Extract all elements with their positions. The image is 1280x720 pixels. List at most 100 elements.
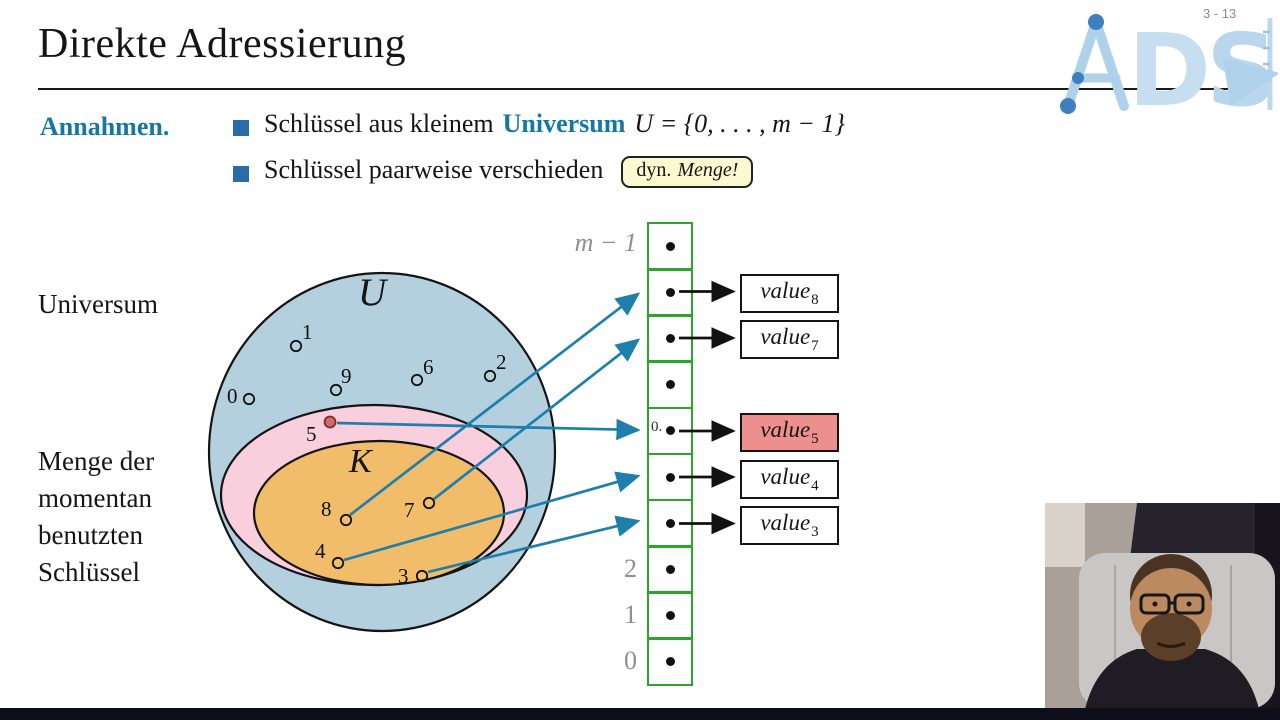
point-9-dot <box>329 383 343 397</box>
wall-highlight <box>1045 503 1085 567</box>
point-3-dot <box>415 569 429 583</box>
point-label-1: 1 <box>302 320 313 344</box>
presenter-beard <box>1141 613 1201 661</box>
assumption-item-1: Schlüssel aus kleinem Universum U = {0, . … <box>264 109 845 139</box>
point-label-6: 6 <box>423 355 434 379</box>
ads-logo: D S <box>1060 12 1278 116</box>
cell-annotation: 0. <box>651 419 663 435</box>
array-index-m-minus-1: m − 1 <box>574 228 637 257</box>
key-set-ellipse <box>219 403 529 587</box>
bullet-square-icon <box>233 120 249 136</box>
key-set-caption-line: Menge der <box>38 446 155 476</box>
value-text: value <box>760 510 811 536</box>
universe-caption: Universum <box>38 289 158 319</box>
value-sub: 5 <box>811 430 819 447</box>
point-4-dot <box>331 556 345 570</box>
value-sub: 7 <box>811 337 819 354</box>
point-6-dot <box>410 373 424 387</box>
key-set-label: K <box>349 443 372 480</box>
value-text: value <box>760 464 811 490</box>
logo-node-dot <box>1060 98 1076 114</box>
entry-dot <box>665 472 675 482</box>
presenter-illustration <box>1045 503 1280 709</box>
point-5-dot-highlighted <box>323 415 337 429</box>
assumption-1-keyword: Universum <box>502 109 626 138</box>
key-set-caption-line: Schlüssel <box>38 557 141 587</box>
value-text: value <box>760 417 811 443</box>
arrow-key8-to-slot <box>349 292 641 517</box>
point-label-5: 5 <box>306 422 317 446</box>
assumption-2-text: Schlüssel paarweise verschieden <box>264 155 604 184</box>
value-box-7: value7 <box>740 320 839 359</box>
badge-prefix: dyn. <box>636 159 672 181</box>
presenter-eye <box>1186 601 1192 607</box>
direct-address-table <box>647 222 693 686</box>
value-sub: 4 <box>811 477 819 494</box>
presenter-eye <box>1152 601 1158 607</box>
logo-letter-d: D <box>1128 12 1211 116</box>
entry-dot <box>665 426 675 436</box>
page-number: 3 - 13 <box>1203 6 1237 21</box>
arrow-key5-to-slot <box>336 418 641 441</box>
value-box-3: value3 <box>740 506 839 545</box>
array-cell <box>647 637 693 686</box>
assumption-1-math: U = {0, . . . , m − 1} <box>634 109 845 138</box>
logo-arrow <box>1222 58 1278 106</box>
video-player-bar <box>0 708 1280 720</box>
entry-dot <box>665 657 675 667</box>
array-cell <box>647 591 693 640</box>
array-cell <box>647 314 693 364</box>
entry-dot <box>665 334 675 344</box>
point-label-4: 4 <box>315 539 326 563</box>
array-index-2: 2 <box>624 554 637 583</box>
array-cell <box>647 544 693 594</box>
point-2-dot <box>483 369 497 383</box>
point-8-dot <box>339 513 353 527</box>
point-label-9: 9 <box>341 364 352 388</box>
badge-emph: Menge! <box>677 159 739 181</box>
logo-node-dot <box>1072 72 1084 84</box>
point-7-dot <box>422 496 436 510</box>
arrow-key7-to-slot <box>433 338 641 501</box>
point-label-3: 3 <box>398 564 409 588</box>
point-1-dot <box>289 339 303 353</box>
key-set-caption-line: benutzten <box>38 520 143 550</box>
value-box-5-highlighted: value5 <box>740 413 839 452</box>
bullet-square-icon <box>233 166 249 182</box>
value-sub: 8 <box>811 291 819 308</box>
point-label-7: 7 <box>404 498 415 522</box>
value-sub: 3 <box>811 523 819 540</box>
universe-ellipse <box>207 271 557 633</box>
array-index-1: 1 <box>624 600 637 629</box>
key-subset-ellipse <box>252 439 506 587</box>
page-title: Direkte Adressierung <box>38 21 407 67</box>
array-cell <box>647 268 693 317</box>
point-label-0: 0 <box>227 384 238 408</box>
entry-dot <box>665 610 675 620</box>
point-0-dot <box>242 392 256 406</box>
presenter-mouth <box>1156 641 1186 648</box>
array-cell <box>647 222 693 271</box>
title-rule <box>38 88 1242 90</box>
point-label-8: 8 <box>321 497 332 521</box>
value-text: value <box>760 278 811 304</box>
entry-dot <box>665 380 675 390</box>
presenter-video <box>1045 503 1280 709</box>
array-index-0: 0 <box>624 646 637 675</box>
entry-dot <box>665 564 675 574</box>
key-set-caption-line: momentan <box>38 483 152 513</box>
point-label-2: 2 <box>496 350 507 374</box>
logo-a-stroke <box>1063 17 1101 111</box>
logo-node-dot <box>1088 14 1104 30</box>
entry-dot <box>665 241 675 251</box>
value-box-4: value4 <box>740 460 839 499</box>
universe-set-label: U <box>358 271 387 314</box>
assumption-1-text: Schlüssel aus kleinem <box>264 109 494 138</box>
array-cell <box>647 452 693 502</box>
array-cell <box>647 498 693 548</box>
arrow-key4-to-slot <box>343 471 641 562</box>
assumptions-heading: Annahmen. <box>40 112 170 141</box>
assumption-item-2: Schlüssel paarweise verschieden dyn.Menge… <box>264 155 754 188</box>
presenter-torso <box>1085 649 1259 709</box>
